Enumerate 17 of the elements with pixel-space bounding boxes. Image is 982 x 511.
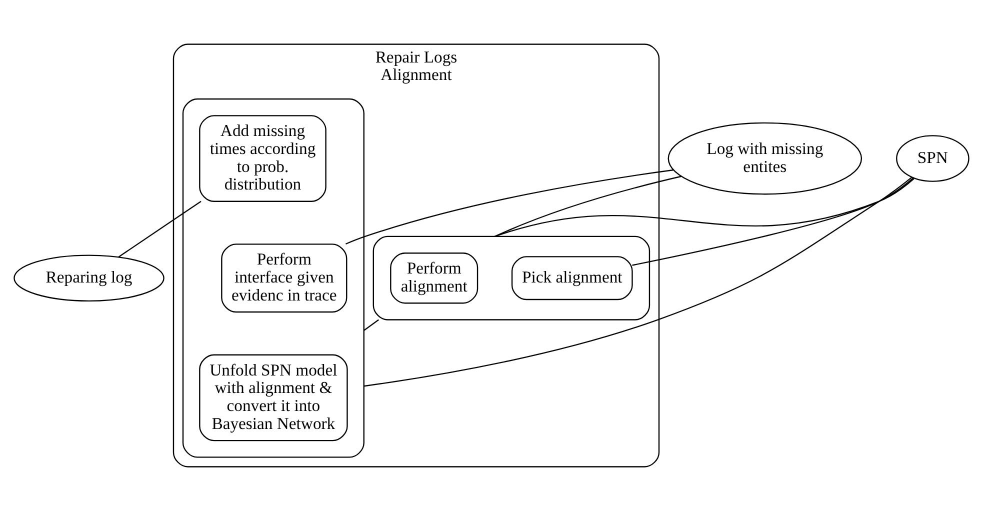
node-box: Add missing times according to prob. distribution [198, 115, 326, 202]
node-ellipse: SPN [896, 135, 969, 182]
node-ellipse: Reparing log [13, 254, 164, 302]
connector [494, 178, 914, 238]
connector [363, 176, 912, 387]
node-box: Perform alignment [390, 252, 478, 304]
cluster [372, 236, 650, 320]
connector [344, 169, 673, 245]
cluster [182, 98, 364, 458]
node-ellipse: Log with missing entites [667, 122, 862, 195]
connector [494, 176, 681, 237]
connector [363, 319, 378, 332]
connector [632, 178, 914, 266]
node-box: Unfold SPN model with alignment & convert it into Bayesian Network [198, 354, 348, 442]
connector [118, 200, 201, 258]
node-box: Pick alignment [510, 256, 632, 300]
node-box: Perform interface given evidenc in trace [220, 244, 347, 313]
